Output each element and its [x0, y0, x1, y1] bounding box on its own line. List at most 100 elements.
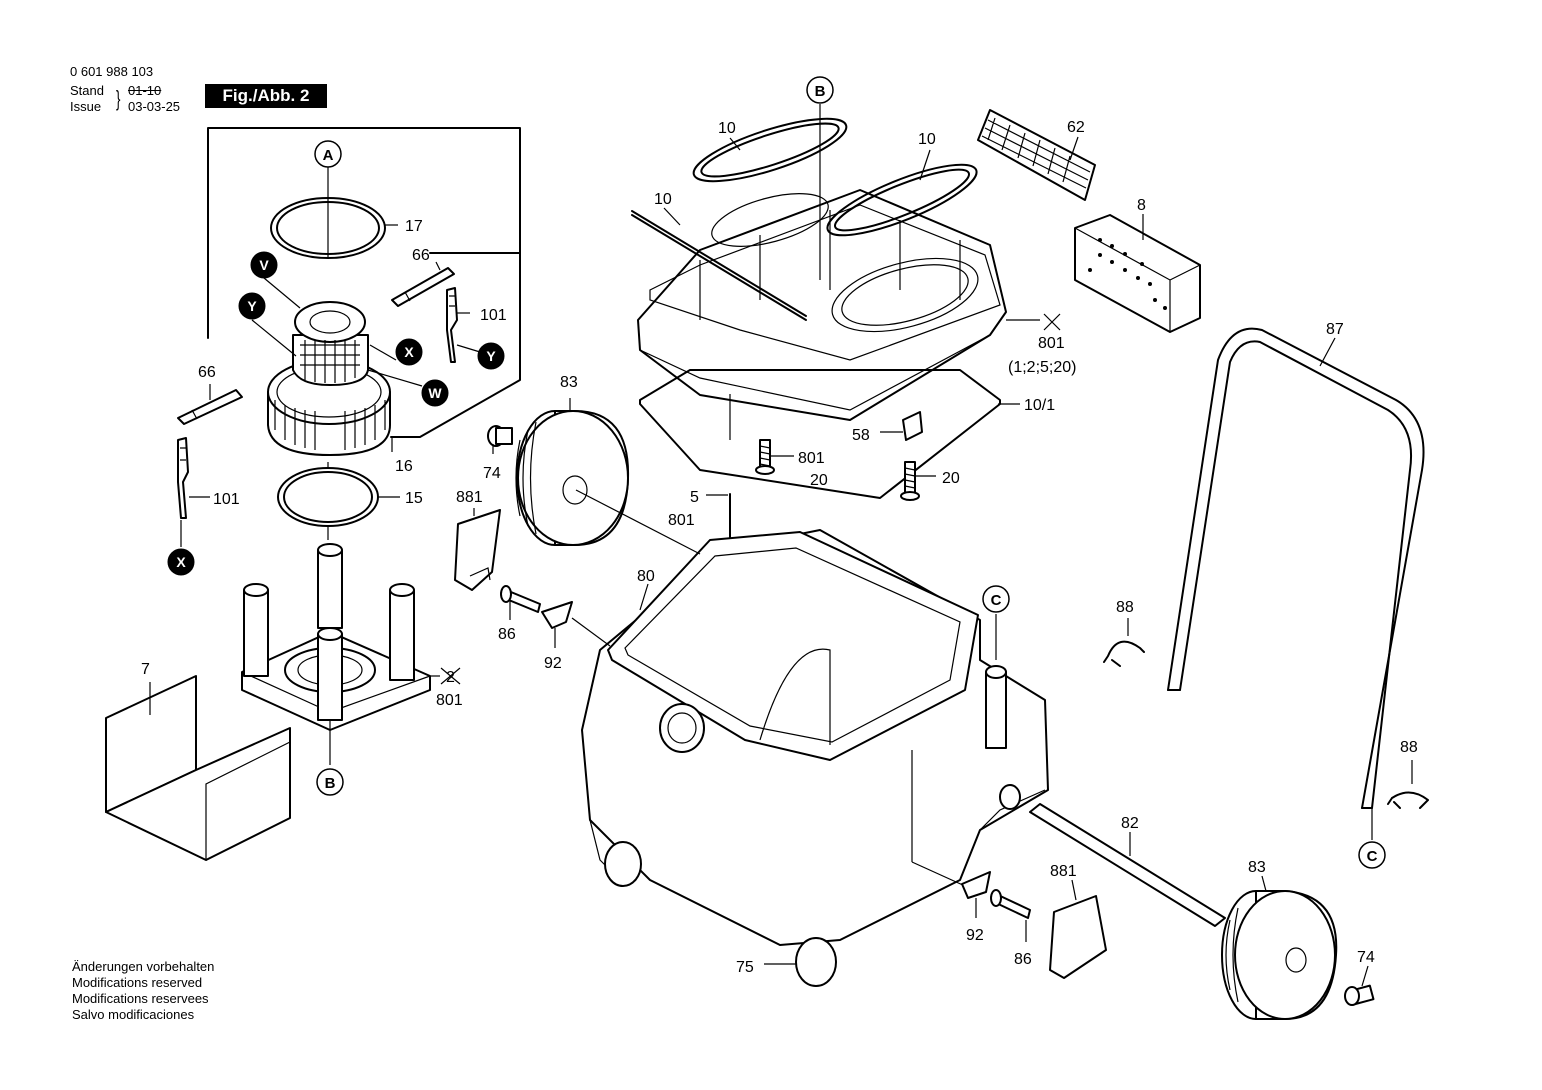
ref-bubble-w: W — [421, 379, 449, 407]
clip-88-bottom — [1387, 791, 1429, 809]
filter-bag-7 — [105, 675, 291, 861]
svg-text:C: C — [991, 592, 1002, 609]
label-83-right: 83 — [1248, 859, 1266, 876]
brace-glyph: } — [116, 86, 121, 111]
label-74-right: 74 — [1357, 949, 1375, 966]
label-86-right: 86 — [1014, 951, 1032, 968]
svg-text:C: C — [1367, 848, 1378, 865]
axle-cap-74 — [487, 425, 513, 447]
figure-tag: Fig./Abb. 2 — [205, 84, 327, 108]
handle-87 — [1167, 327, 1425, 809]
label-801-note: (1;2;5;20) — [1008, 359, 1076, 376]
label-20-center: 20 — [810, 472, 828, 489]
label-10-1: 10/1 — [1024, 397, 1055, 414]
label-881-right: 881 — [1050, 863, 1077, 880]
label-88-top: 88 — [1116, 599, 1134, 616]
label-80: 80 — [637, 568, 655, 585]
label-801-hook: 801 — [668, 512, 695, 529]
footer-notes: Änderungen vorbehalten Modifications res… — [72, 959, 214, 1023]
issue-value: 03-03-25 — [128, 99, 181, 114]
exhaust-grille-62 — [977, 109, 1096, 201]
carbon-brush-66-right — [391, 267, 455, 307]
label-62: 62 — [1067, 119, 1085, 136]
latch-881-right — [1049, 895, 1107, 979]
svg-text:X: X — [404, 344, 414, 360]
label-87: 87 — [1326, 321, 1344, 338]
label-8: 8 — [1137, 197, 1146, 214]
label-66-left: 66 — [198, 364, 216, 381]
label-92-left: 92 — [544, 655, 562, 672]
label-5: 5 — [690, 489, 699, 506]
leader-lines — [149, 104, 1413, 987]
terminal-pin-101-left — [177, 437, 189, 519]
sealing-ring-15 — [277, 467, 379, 527]
label-10-c: 10 — [654, 191, 672, 208]
screw-801-lid — [755, 439, 775, 475]
ref-bubble-a-top: A — [314, 140, 342, 168]
clip-88-top — [1103, 640, 1145, 667]
ref-bubble-v: V — [250, 251, 278, 279]
carbon-brush-66-left — [177, 389, 243, 425]
stand-value: 01-10 — [128, 83, 162, 98]
label-92-right: 92 — [966, 927, 984, 944]
footer-line-fr: Modifications reservees — [72, 991, 209, 1006]
ref-bubble-x-center: X — [395, 338, 423, 366]
label-2-struck: 2 — [446, 669, 455, 686]
label-88-bottom: 88 — [1400, 739, 1418, 756]
motor-16 — [267, 301, 393, 456]
lid-assembly — [637, 189, 1007, 421]
label-74-left: 74 — [483, 465, 501, 482]
label-66-top: 66 — [412, 247, 430, 264]
lid-seal-10-top — [692, 117, 848, 183]
ref-bubble-y-right: Y — [477, 342, 505, 370]
label-7: 7 — [141, 661, 150, 678]
svg-text:B: B — [815, 83, 826, 100]
label-58: 58 — [852, 427, 870, 444]
motor-group-frame — [207, 127, 521, 438]
clip-58 — [902, 411, 923, 441]
label-101-left: 101 — [213, 491, 240, 508]
wheel-83-left — [515, 410, 630, 546]
svg-text:B: B — [325, 775, 336, 792]
svg-text:A: A — [323, 147, 334, 164]
screw-20 — [900, 461, 920, 501]
ref-bubble-x-bottom: X — [167, 548, 195, 576]
part-number: 0 601 988 103 — [70, 64, 154, 79]
latch-881-left — [454, 509, 501, 591]
filter-block-8 — [1074, 214, 1201, 333]
label-16: 16 — [395, 458, 413, 475]
ref-bubble-y-left: Y — [238, 292, 266, 320]
label-86-left: 86 — [498, 626, 516, 643]
footer-line-de: Änderungen vorbehalten — [72, 959, 215, 974]
terminal-pin-101-right — [446, 287, 458, 363]
label-15: 15 — [405, 490, 423, 507]
label-801-holder: 801 — [436, 692, 463, 709]
label-20-right: 20 — [942, 470, 960, 487]
label-10-a: 10 — [718, 120, 736, 137]
wheel-83-right — [1221, 890, 1338, 1020]
screw-86-right — [990, 889, 1031, 919]
svg-text:X: X — [176, 554, 186, 570]
part-labels: 17 66 101 66 16 101 15 7 2 801 10 10 10 … — [141, 119, 1418, 976]
lid-seal-10-right — [826, 163, 978, 237]
ref-bubble-b-bottom: B — [316, 768, 344, 796]
label-881-left: 881 — [456, 489, 483, 506]
label-82: 82 — [1121, 815, 1139, 832]
label-75: 75 — [736, 959, 754, 976]
axle-82 — [999, 784, 1226, 927]
footer-line-en: Modifications reserved — [72, 975, 203, 990]
motor-holder — [241, 543, 431, 731]
svg-text:Y: Y — [486, 348, 496, 364]
label-83-left: 83 — [560, 374, 578, 391]
svg-text:Y: Y — [247, 298, 257, 314]
footer-line-es: Salvo modificaciones — [72, 1007, 195, 1022]
screw-86-left — [500, 585, 541, 613]
label-801-lid: 801 — [1038, 335, 1065, 352]
svg-text:V: V — [259, 257, 269, 273]
ref-bubble-c-container: C — [982, 585, 1010, 613]
svg-text:W: W — [428, 385, 442, 401]
clamp-92-left — [541, 601, 573, 629]
ref-bubble-c-handle: C — [1358, 841, 1386, 869]
